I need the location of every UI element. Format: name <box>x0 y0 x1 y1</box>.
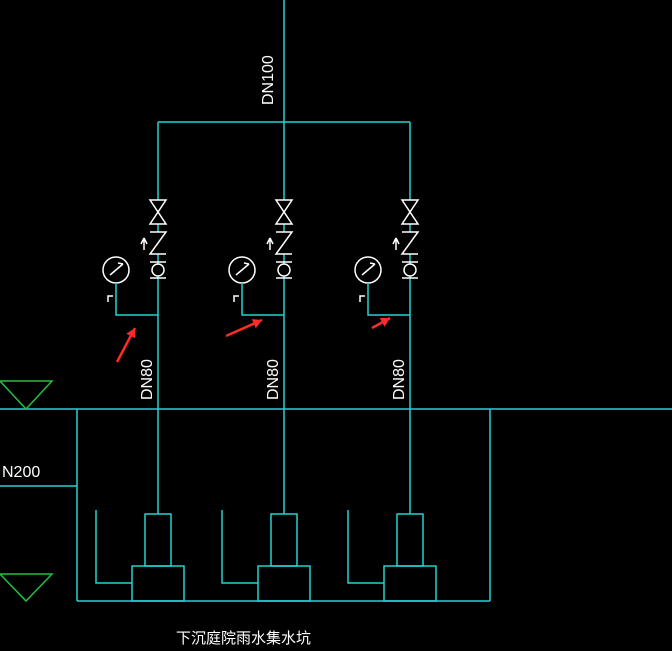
pump-branch-3: DN80 <box>347 122 437 602</box>
submersible-pump-icon <box>221 510 311 602</box>
gate-valve-icon <box>148 199 168 225</box>
level-marker-top <box>0 380 54 411</box>
main-riser: DN100 <box>158 0 410 123</box>
branch-pipe-label: DN80 <box>391 359 408 400</box>
check-valve-icon <box>266 231 294 255</box>
pump-branch-2: DN80 <box>221 122 311 602</box>
pump-branch-1: DN80 <box>95 122 185 602</box>
check-valve-icon <box>140 231 168 255</box>
flex-joint-icon <box>402 261 418 279</box>
gate-valve-icon <box>274 199 294 225</box>
flex-joint-icon <box>150 261 166 279</box>
annotation-arrow-icon <box>371 316 391 330</box>
submersible-pump-icon <box>95 510 185 602</box>
main-pipe-label: DN100 <box>260 55 277 105</box>
pit-title: 下沉庭院雨水集水坑 <box>176 629 311 647</box>
branch-pipe-label: DN80 <box>139 359 156 400</box>
gate-valve-icon <box>400 199 420 225</box>
check-valve-icon <box>392 231 420 255</box>
left-pipe-label: N200 <box>2 464 40 481</box>
branch-pipe-label: DN80 <box>265 359 282 400</box>
submersible-pump-icon <box>347 510 437 602</box>
annotation-arrow-icon <box>225 318 263 338</box>
level-marker-bottom <box>0 573 54 603</box>
annotation-arrow-icon <box>115 327 137 363</box>
flex-joint-icon <box>276 261 292 279</box>
